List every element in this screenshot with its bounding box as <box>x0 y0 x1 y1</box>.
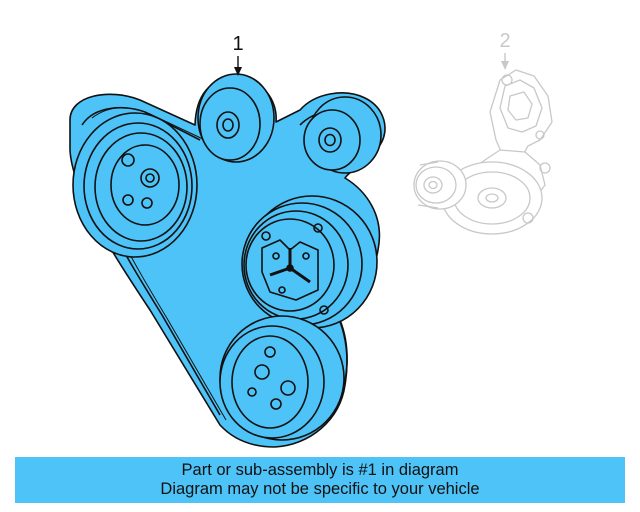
info-banner: Part or sub-assembly is #1 in diagram Di… <box>15 457 625 503</box>
callout-1-arrowhead <box>234 67 242 76</box>
callout-2[interactable]: 2 <box>499 30 511 70</box>
serpentine-belt-part[interactable] <box>69 73 386 448</box>
callout-2-number: 2 <box>499 30 510 52</box>
crank-pulley <box>72 112 198 258</box>
banner-line-2: Diagram may not be specific to your vehi… <box>160 480 480 498</box>
parts-diagram: 1 2 <box>69 30 553 448</box>
banner-line-1: Part or sub-assembly is #1 in diagram <box>181 461 459 479</box>
callout-1-number: 1 <box>232 33 243 55</box>
callout-2-arrowhead <box>501 61 509 70</box>
bottom-pulley <box>219 315 345 441</box>
belt-tensioner-part[interactable] <box>413 69 553 235</box>
alternator-pulley <box>241 195 378 329</box>
idler-pulley-top <box>197 73 275 163</box>
callout-1[interactable]: 1 <box>232 33 244 76</box>
idler-pulley-right <box>303 96 382 174</box>
